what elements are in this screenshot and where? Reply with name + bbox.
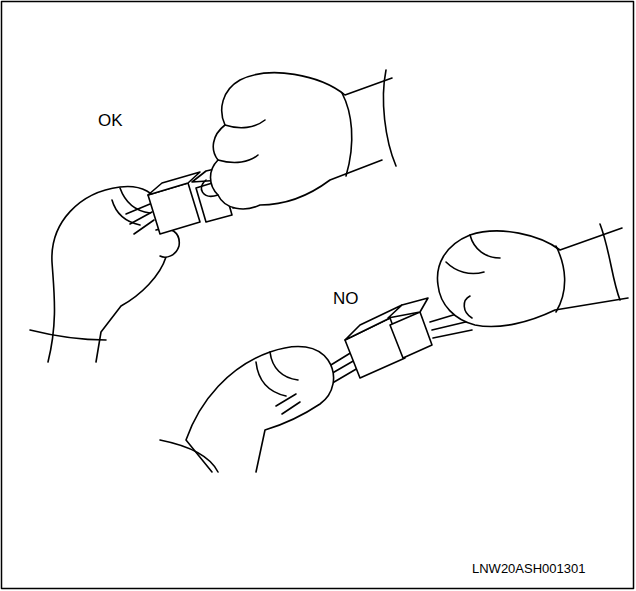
status-label: NO [333, 290, 359, 309]
status-label: OK [98, 112, 123, 131]
figure-code: LNW20ASH001301 [472, 562, 585, 576]
right-hand-ok [201, 70, 396, 209]
left-hand-no [160, 346, 334, 472]
right-hand-no [437, 224, 628, 327]
